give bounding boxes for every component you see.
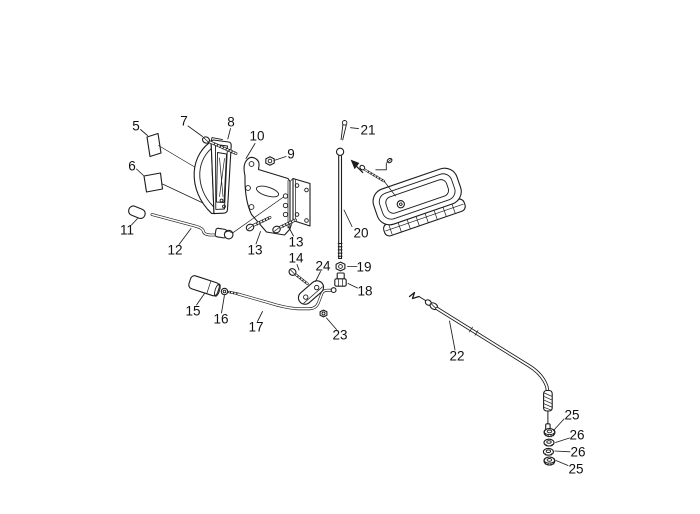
cotter-pin-21 — [340, 120, 348, 141]
nut-9 — [265, 156, 275, 166]
nut-23 — [319, 309, 328, 318]
tiny-screw-icon — [375, 157, 393, 171]
callout-9: 9 — [287, 147, 295, 162]
throttle-cable-22 — [408, 291, 553, 431]
callout-17: 17 — [248, 320, 263, 335]
callout-14: 14 — [288, 251, 304, 266]
callout-13-right: 13 — [288, 235, 303, 250]
screw-7 — [201, 136, 238, 155]
screw-14 — [288, 268, 309, 286]
callout-5: 5 — [132, 119, 140, 134]
callout-7: 7 — [180, 114, 188, 129]
washer-25-top — [543, 427, 556, 438]
leader-lines — [131, 125, 571, 466]
callout-13-left: 13 — [247, 243, 262, 258]
shift-gate-tray — [372, 167, 466, 237]
washer-25-bottom — [543, 456, 556, 466]
washer-26-lower — [542, 447, 554, 456]
callout-24: 24 — [315, 259, 331, 274]
callout-18: 18 — [357, 284, 372, 299]
callout-26-upper: 26 — [569, 428, 584, 443]
washer-26-upper — [543, 438, 555, 447]
cable-clamp-24 — [297, 280, 325, 305]
callout-labels: 5 6 7 8 10 9 21 11 12 13 13 20 14 24 19 … — [120, 114, 586, 477]
tray-boss — [396, 200, 405, 209]
callout-22: 22 — [449, 349, 464, 364]
steering-rod-12 — [150, 196, 284, 240]
bracket-end-flange — [292, 177, 311, 227]
callout-25-bottom: 25 — [568, 462, 583, 477]
gate-screw — [359, 164, 396, 197]
screw-13-left — [245, 216, 272, 232]
callout-21: 21 — [360, 123, 375, 138]
callout-16: 16 — [213, 312, 228, 327]
callout-26-lower: 26 — [570, 445, 585, 460]
rod-eye — [335, 147, 345, 156]
callout-15: 15 — [185, 304, 200, 319]
callout-8: 8 — [227, 115, 235, 130]
assembly-arrow — [350, 159, 364, 174]
connector-18 — [334, 272, 347, 287]
callout-23: 23 — [332, 328, 347, 343]
callout-25-top: 25 — [564, 408, 579, 423]
end-cap-11 — [128, 205, 146, 220]
callout-20: 20 — [353, 226, 368, 241]
nut-16 — [220, 287, 229, 296]
throttle-rod-17 — [227, 287, 337, 311]
nut-19 — [335, 261, 346, 272]
callout-12: 12 — [167, 243, 182, 258]
link-rod-20 — [335, 147, 345, 260]
throttle-grip-15 — [188, 275, 221, 297]
callout-6: 6 — [128, 159, 136, 174]
callout-11: 11 — [120, 223, 134, 238]
callout-10: 10 — [249, 129, 264, 144]
decal-plate-6 — [143, 172, 213, 208]
callout-19: 19 — [356, 260, 371, 275]
screw-13-right — [272, 218, 297, 234]
mount-bracket — [243, 156, 311, 236]
